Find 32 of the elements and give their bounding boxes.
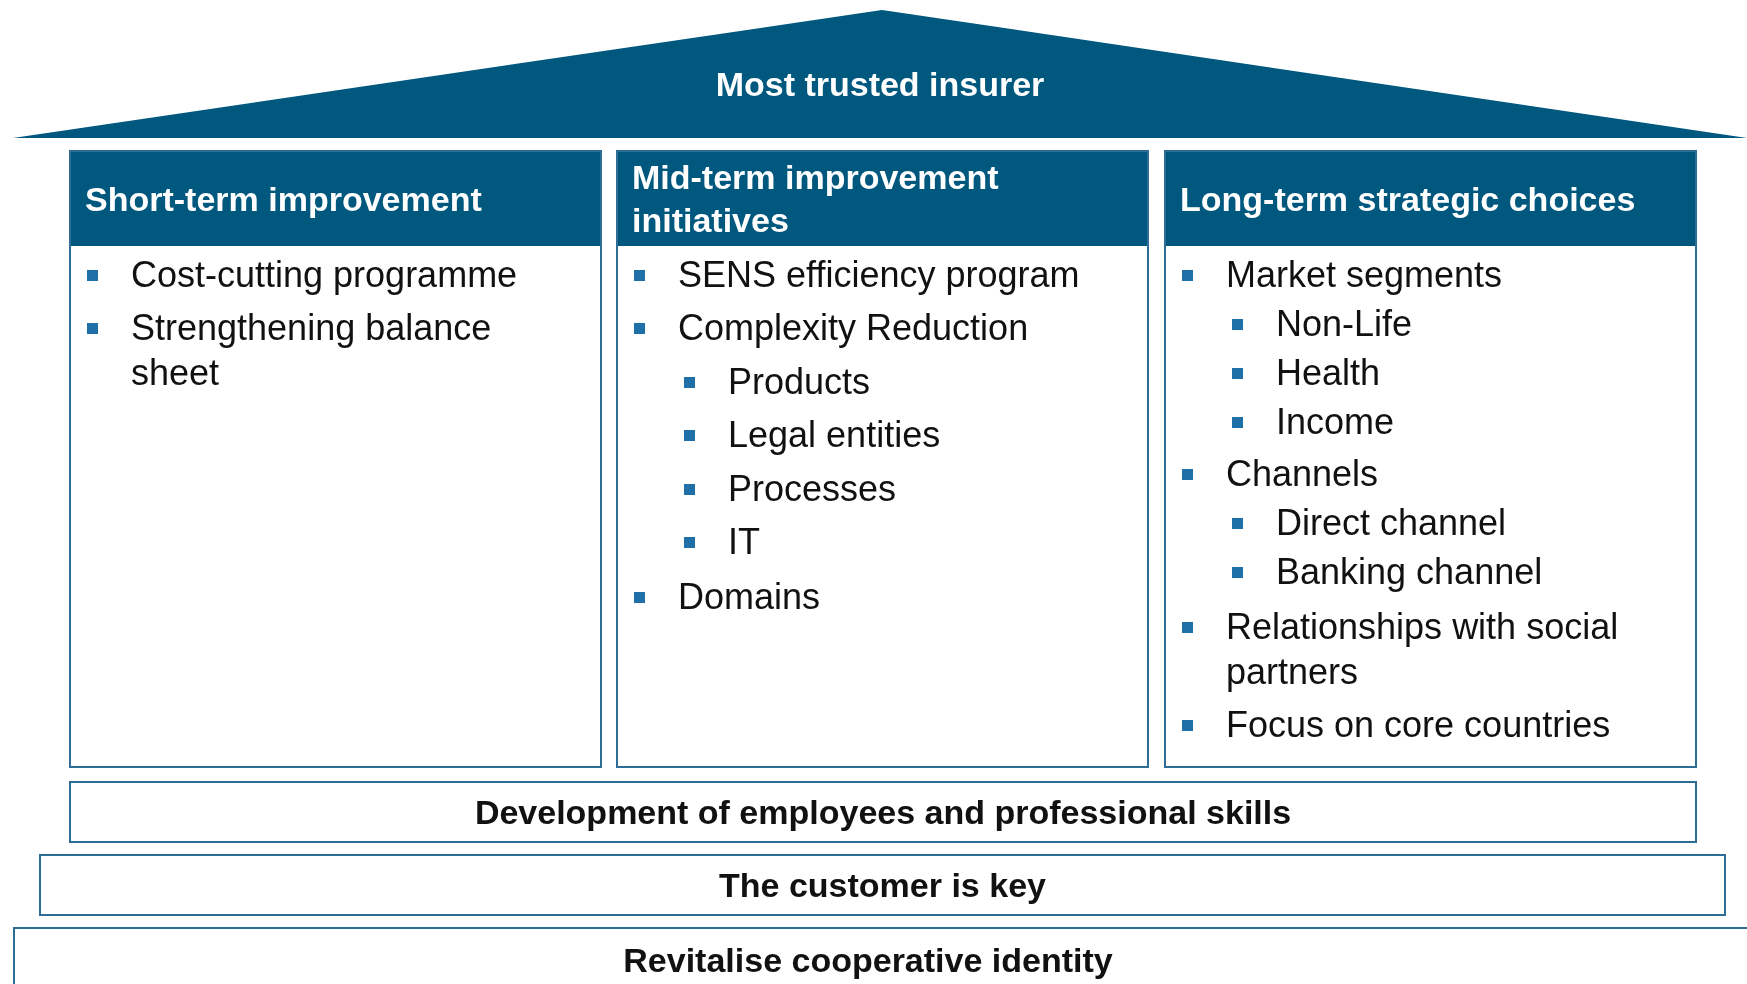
list-item: SENS efficiency program — [678, 253, 1081, 297]
band-title: Development of employees and professional skills — [474, 792, 1292, 832]
pillar-panel — [69, 150, 602, 768]
pillar-panel — [616, 150, 1149, 768]
list-item: Domains — [678, 575, 822, 619]
list-item: Market segments — [1226, 253, 1504, 297]
foundation-band — [13, 927, 1747, 984]
roof-triangle — [13, 10, 1747, 138]
foundation-band — [39, 854, 1726, 916]
list-item: Complexity Reduction — [678, 306, 1030, 350]
roof-title: Most trusted insurer — [714, 65, 1046, 104]
list-item: Income — [1276, 400, 1396, 444]
list-item: Products — [728, 360, 872, 404]
list-item: Focus on core countries — [1226, 703, 1612, 747]
pillar-panel — [1164, 150, 1697, 768]
list-item: Cost-cutting programme — [131, 253, 519, 297]
list-item: Health — [1276, 351, 1382, 395]
list-item: Processes — [728, 467, 898, 511]
list-item: Non-Life — [1276, 302, 1414, 346]
list-item: Strengthening balance sheet — [131, 306, 493, 395]
list-item: Banking channel — [1276, 550, 1544, 594]
foundation-band — [69, 781, 1697, 843]
band-title: Revitalise cooperative identity — [623, 941, 1113, 980]
list-item: IT — [728, 520, 761, 564]
pillar-title: Mid-term improvement initiatives — [632, 157, 1000, 241]
list-item: Channels — [1226, 452, 1380, 496]
list-item: Legal entities — [728, 413, 942, 457]
pillar-title: Long-term strategic choices — [1180, 178, 1636, 220]
list-item: Relationships with social partners — [1226, 605, 1620, 694]
list-item: Direct channel — [1276, 501, 1508, 545]
pillar-title: Short-term improvement — [85, 178, 482, 220]
band-title: The customer is key — [719, 865, 1046, 905]
